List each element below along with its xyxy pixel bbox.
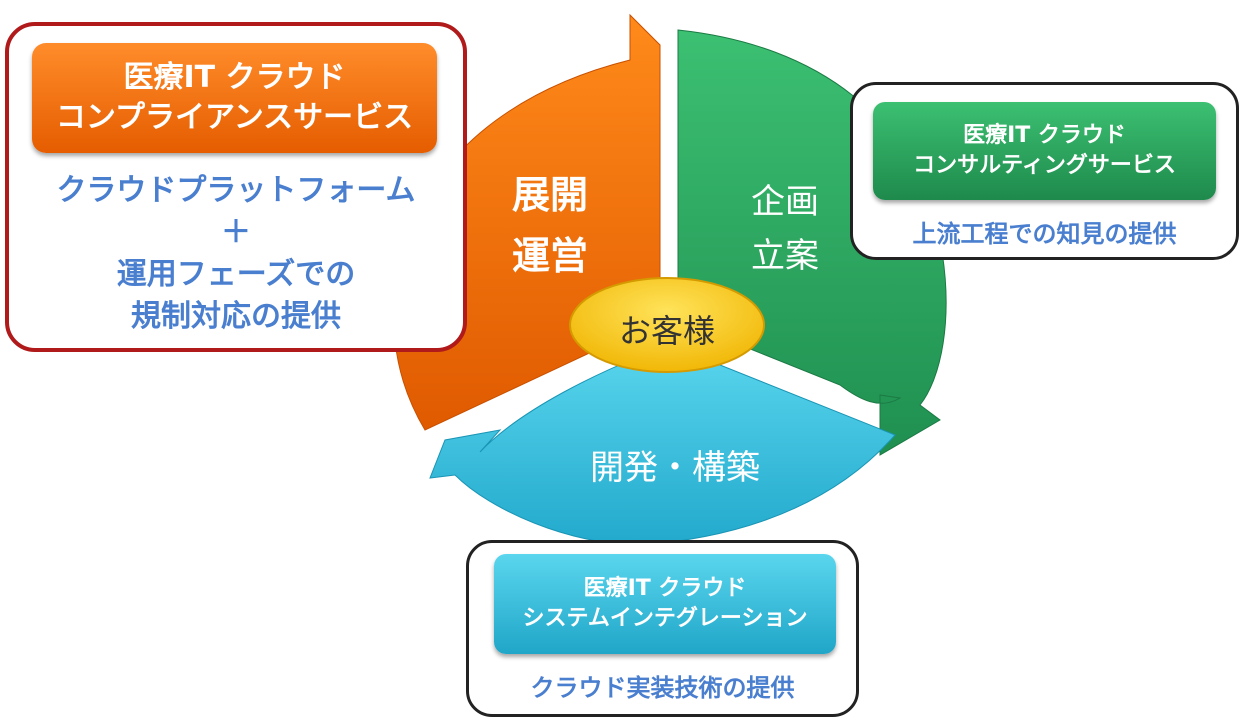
compliance-desc-line4: 規制対応の提供 (131, 299, 341, 334)
compliance-desc-line1: クラウドプラットフォーム (56, 173, 416, 208)
consulting-title-line1: 医療IT クラウド (963, 123, 1126, 149)
plan-label-line1: 企画 (751, 182, 819, 222)
consulting-service-desc: 上流工程での知見の提供 (912, 220, 1177, 248)
compliance-service-title: 医療IT クラウド コンプライアンスサービス (32, 43, 437, 153)
customer-label: お客様 (618, 312, 715, 350)
operate-label: 展開 運営 (495, 165, 605, 287)
compliance-title-line1: 医療IT クラウド (123, 59, 346, 95)
compliance-desc-line2: ＋ (221, 215, 251, 250)
compliance-service-desc: クラウドプラットフォーム ＋ 運用フェーズでの 規制対応の提供 (20, 170, 452, 338)
compliance-title-line2: コンプライアンスサービス (55, 100, 414, 135)
integration-title-line1: 医療IT クラウド (583, 576, 747, 602)
consulting-title-line2: コンサルティングサービス (913, 153, 1176, 178)
build-segment (429, 344, 896, 546)
operate-label-line2: 運営 (511, 233, 588, 278)
operate-label-line1: 展開 (511, 173, 588, 217)
consulting-service-title: 医療IT クラウド コンサルティングサービス (873, 102, 1216, 200)
compliance-desc-line3: 運用フェーズでの (116, 257, 356, 292)
build-label: 開発・構築 (590, 448, 760, 488)
integration-service-title: 医療IT クラウド システムインテグレーション (494, 554, 836, 654)
integration-title-line2: システムインテグレーション (522, 606, 808, 631)
integration-service-desc: クラウド実装技術の提供 (530, 674, 795, 702)
plan-label: 企画 立案 (730, 175, 840, 284)
customer-center (569, 277, 765, 373)
plan-label-line2: 立案 (751, 236, 819, 277)
